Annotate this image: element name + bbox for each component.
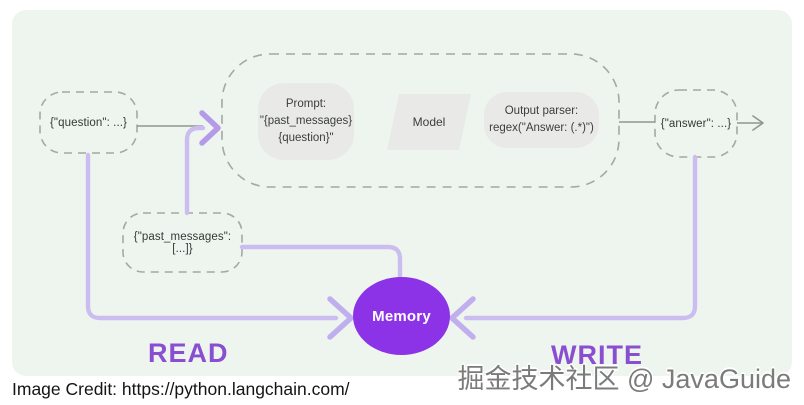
output-parser-title: Output parser: <box>504 105 579 117</box>
watermark: 掘金技术社区 @ JavaGuide <box>457 364 792 394</box>
prompt-title: Prompt: <box>285 98 327 110</box>
past-messages-to-chain-line <box>184 125 206 216</box>
past-messages-node: {"past_messages": [...]} <box>123 213 242 272</box>
memory-to-past-messages-line <box>239 244 403 281</box>
chain-entry-arrowhead-icon <box>199 110 221 146</box>
past-messages-node-label: {"past_messages": [...]} <box>133 230 232 255</box>
image-credit: Image Credit: https://python.langchain.c… <box>12 379 350 399</box>
memory-node: Memory <box>353 277 450 355</box>
read-label: READ <box>148 338 229 368</box>
read-arrowhead-icon <box>327 296 354 340</box>
answer-node-label: {"answer": ...} <box>660 117 732 130</box>
chain-container-outline <box>221 53 620 188</box>
prompt-box: Prompt: "{past_messages} {question}" <box>258 83 354 160</box>
write-arrowhead-icon <box>449 296 476 340</box>
prompt-template-line2: {question}" <box>278 132 334 144</box>
write-label: WRITE <box>551 340 643 370</box>
question-node-label: {"question": ...} <box>49 116 127 129</box>
memory-label: Memory <box>372 307 431 325</box>
prompt-template-line1: "{past_messages} <box>259 115 353 127</box>
read-path-line <box>85 152 339 321</box>
past-messages-node-outline <box>122 212 243 273</box>
model-label: Model <box>393 94 465 150</box>
write-path-line <box>463 154 698 321</box>
answer-node: {"answer": ...} <box>655 90 737 157</box>
answer-output-arrowhead-icon <box>752 115 764 131</box>
question-node: {"question": ...} <box>40 92 137 153</box>
output-parser-regex: regex("Answer: (.*)") <box>489 122 594 134</box>
model-label-text: Model <box>412 115 446 129</box>
output-parser-box: Output parser: regex("Answer: (.*)") <box>484 92 599 148</box>
